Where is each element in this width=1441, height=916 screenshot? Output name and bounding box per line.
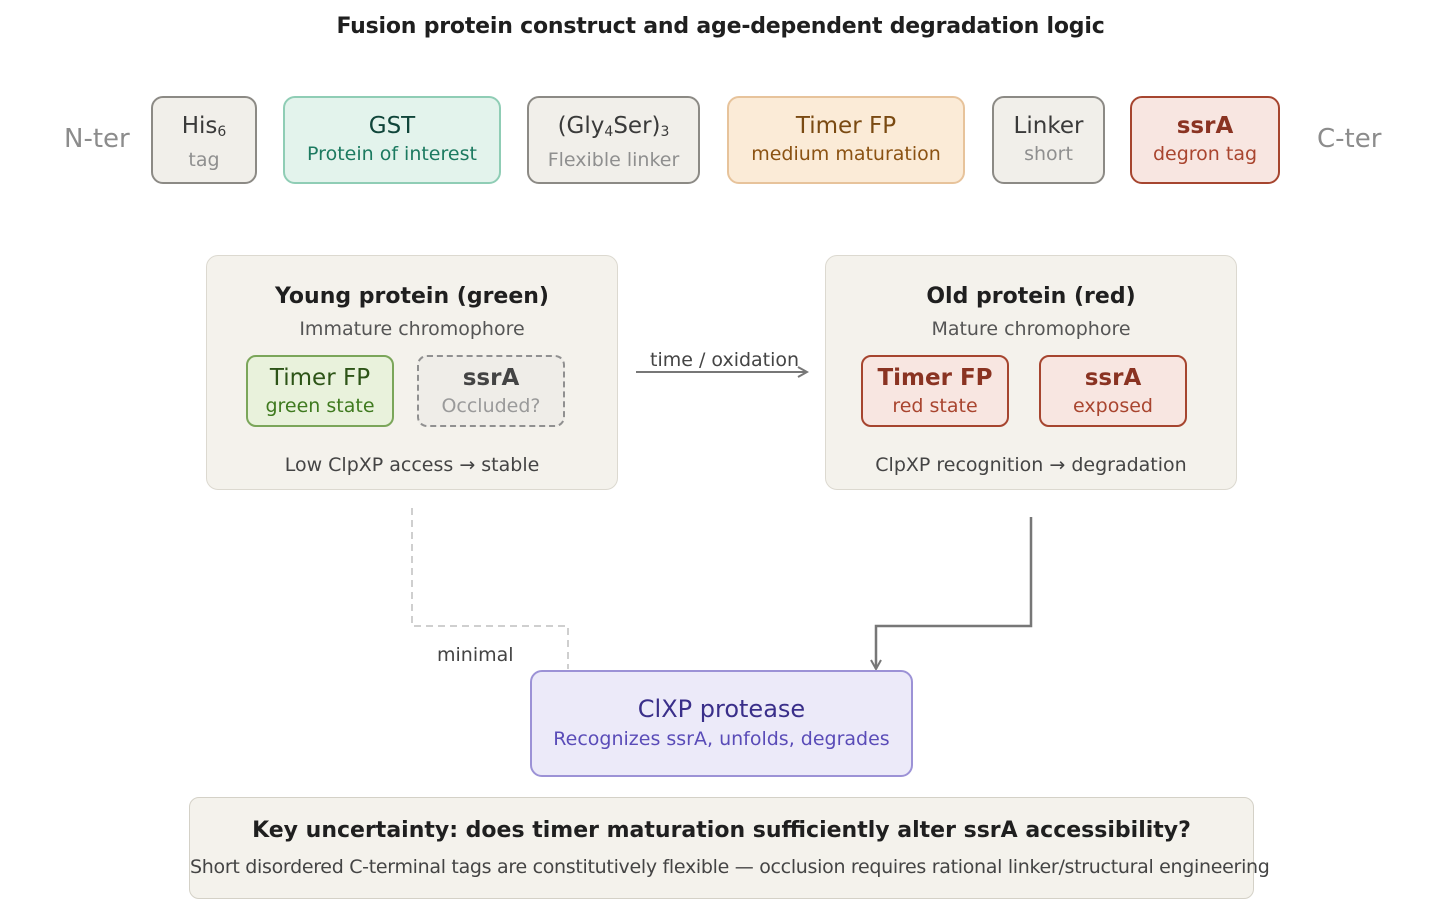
segment-timer-desc: medium maturation bbox=[751, 143, 941, 165]
segment-flexible-linker: (Gly4Ser)3 Flexible linker bbox=[527, 96, 700, 184]
segment-gst: GST Protein of interest bbox=[283, 96, 501, 184]
c-terminus-label: C-ter bbox=[1317, 124, 1382, 154]
old-ssra-state: exposed bbox=[1073, 395, 1153, 417]
young-timer-name: Timer FP bbox=[269, 365, 371, 391]
old-timer-name: Timer FP bbox=[877, 365, 993, 391]
segment-ssra: ssrA degron tag bbox=[1130, 96, 1280, 184]
segment-ssra-desc: degron tag bbox=[1152, 143, 1258, 165]
segment-gst-name: GST bbox=[368, 113, 416, 139]
young-timer-box: Timer FP green state bbox=[246, 355, 394, 427]
segment-linker-desc: Flexible linker bbox=[547, 149, 680, 171]
young-panel-footer: Low ClpXP access → stable bbox=[284, 454, 540, 476]
key-uncertainty-box: Key uncertainty: does timer maturation s… bbox=[189, 797, 1270, 899]
old-ssra-box: ssrA exposed bbox=[1039, 355, 1187, 427]
young-panel-title: Young protein (green) bbox=[275, 284, 549, 309]
segment-his-desc: tag bbox=[188, 149, 220, 171]
degradation-arrow bbox=[876, 517, 1033, 669]
old-panel-subtitle: Mature chromophore bbox=[931, 318, 1131, 340]
segment-ssra-name: ssrA bbox=[1176, 113, 1234, 139]
young-timer-state: green state bbox=[265, 395, 375, 417]
transition-label: time / oxidation bbox=[650, 349, 800, 371]
segment-short-linker-name: Linker bbox=[1013, 113, 1084, 139]
young-ssra-state: Occluded? bbox=[441, 395, 541, 417]
segment-timer-fp: Timer FP medium maturation bbox=[727, 96, 965, 184]
young-ssra-box: ssrA Occluded? bbox=[417, 355, 565, 427]
segment-short-linker-desc: short bbox=[1024, 143, 1073, 165]
young-protein-panel: Young protein (green) Immature chromopho… bbox=[206, 255, 618, 490]
segment-his-name: His6 bbox=[181, 113, 227, 140]
minimal-dashed-connector bbox=[411, 508, 569, 669]
segment-timer-name: Timer FP bbox=[795, 113, 897, 139]
old-panel-title: Old protein (red) bbox=[926, 284, 1136, 309]
old-timer-box: Timer FP red state bbox=[861, 355, 1009, 427]
old-protein-panel: Old protein (red) Mature chromophore Tim… bbox=[825, 255, 1237, 490]
protease-name: ClXP protease bbox=[637, 695, 806, 723]
diagram-title: Fusion protein construct and age-depende… bbox=[336, 14, 1105, 39]
protease-box: ClXP protease Recognizes ssrA, unfolds, … bbox=[530, 670, 913, 777]
young-panel-subtitle: Immature chromophore bbox=[299, 318, 525, 340]
segment-gst-desc: Protein of interest bbox=[307, 143, 477, 165]
segment-linker-name: (Gly4Ser)3 bbox=[557, 113, 670, 140]
old-ssra-name: ssrA bbox=[1084, 365, 1142, 391]
n-terminus-label: N-ter bbox=[64, 124, 130, 154]
segment-his-tag: His6 tag bbox=[151, 96, 257, 184]
key-uncertainty-title: Key uncertainty: does timer maturation s… bbox=[252, 818, 1191, 843]
old-panel-footer: ClpXP recognition → degradation bbox=[875, 454, 1187, 476]
segment-short-linker: Linker short bbox=[992, 96, 1105, 184]
old-timer-state: red state bbox=[892, 395, 978, 417]
key-uncertainty-text: Short disordered C-terminal tags are con… bbox=[190, 856, 1270, 878]
protease-desc: Recognizes ssrA, unfolds, degrades bbox=[553, 728, 890, 750]
minimal-label: minimal bbox=[437, 644, 514, 666]
young-ssra-name: ssrA bbox=[462, 365, 520, 391]
